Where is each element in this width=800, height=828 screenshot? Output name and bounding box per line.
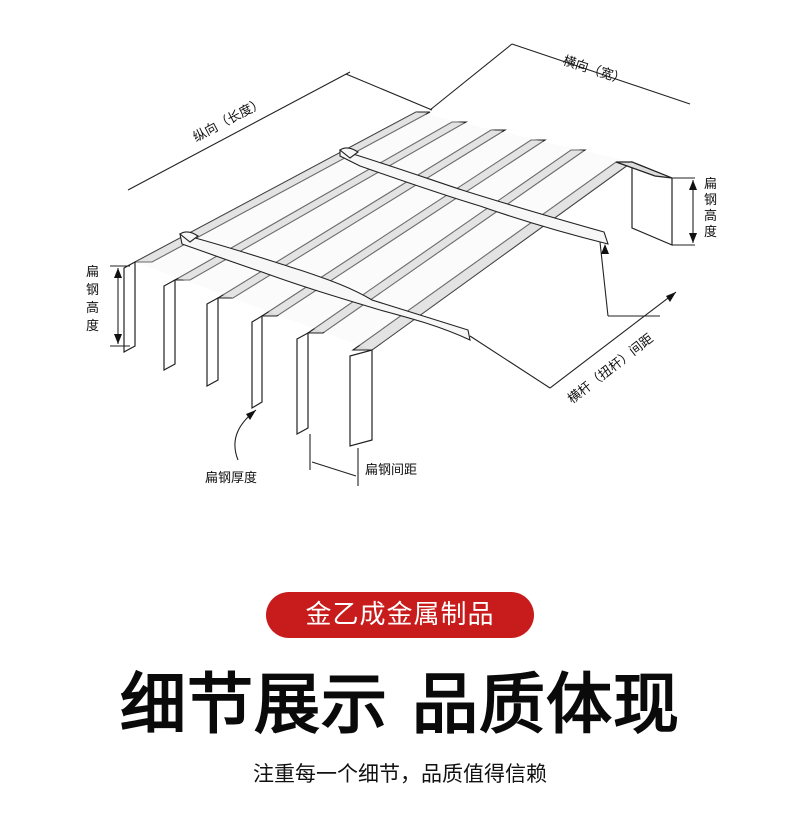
label-longitudinal: 纵向（长度）: [190, 95, 266, 146]
bearing-bars-front: [123, 260, 373, 447]
label-bar-height-left: 扁 钢 高 度: [86, 265, 103, 334]
label-bar-spacing: 扁钢间距: [365, 463, 417, 478]
label-transverse: 横向（宽）: [561, 53, 628, 88]
label-bar-height-left-char-3: 高: [86, 300, 99, 316]
label-bar-height-right-char-2: 钢: [704, 193, 717, 208]
brand-badge: 金乙成金属制品: [266, 592, 534, 638]
dimension-lines: [110, 43, 695, 486]
label-crossbar-spacing: 横杆（扭杆）间距: [565, 331, 656, 407]
label-bar-height-right: 扁 钢 高 度: [704, 177, 721, 240]
label-bar-height-left-char-2: 钢: [86, 283, 99, 298]
label-bar-height-right-char-1: 扁: [704, 177, 717, 192]
label-bar-thickness: 扁钢厚度: [205, 470, 257, 486]
grating-diagram: 纵向（长度） 横向（宽） 扁 钢 高 度 扁 钢 高 度 横杆（扭杆）间距 扁钢…: [86, 43, 721, 486]
grating-top-surface: [135, 112, 632, 350]
dimension-arrowheads: [114, 180, 697, 420]
back-end-plate: [615, 161, 673, 246]
tagline: 注重每一个细节，品质值得信赖: [253, 762, 547, 786]
label-bar-height-left-char-1: 扁: [86, 265, 99, 280]
headline: 细节展示 品质体现: [120, 666, 680, 743]
bearing-bars-back: [134, 111, 634, 351]
label-bar-height-right-char-3: 高: [704, 208, 717, 224]
label-bar-height-right-char-4: 度: [704, 224, 717, 240]
label-bar-height-left-char-4: 度: [86, 318, 99, 334]
twisted-crossbars: [179, 147, 609, 341]
